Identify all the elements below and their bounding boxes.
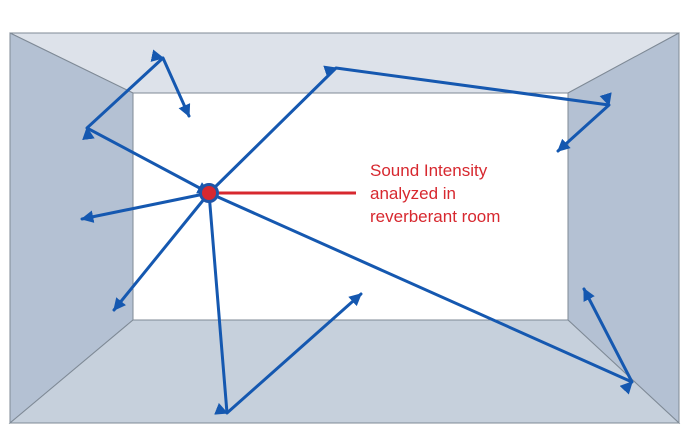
ray-left (80, 191, 211, 223)
ray-down (207, 191, 363, 415)
ray-down-left (112, 191, 211, 312)
sound-source-dot (199, 183, 219, 203)
annotation-label: Sound Intensity analyzed in reverberant … (370, 159, 570, 228)
annotation-line-1: Sound Intensity (370, 161, 488, 180)
annotation-line-3: reverberant room (370, 207, 501, 226)
ray-up-right (207, 65, 612, 195)
annotation-line-2: analyzed in (370, 184, 457, 203)
ray-up-left (82, 49, 211, 195)
ray-down-right (207, 191, 634, 395)
